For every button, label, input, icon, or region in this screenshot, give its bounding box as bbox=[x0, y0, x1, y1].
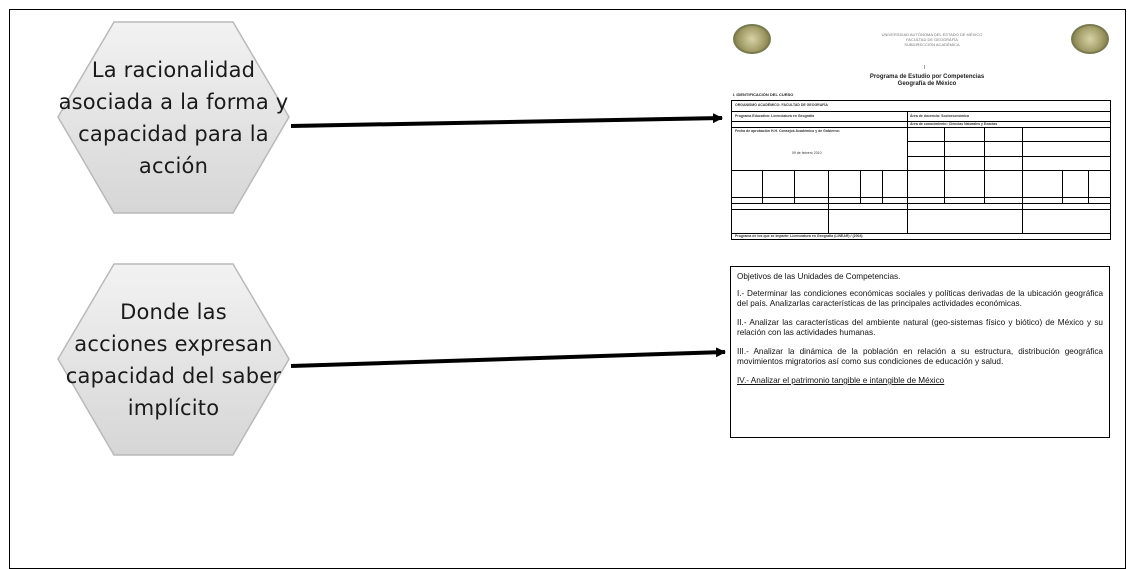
university-seal-left bbox=[733, 24, 771, 54]
objectives-heading: Objetivos de las Unidades de Competencia… bbox=[737, 272, 901, 281]
hexagon-racionalidad: La racionalidad asociada a la forma y ca… bbox=[56, 20, 291, 215]
page-mark: I bbox=[924, 65, 926, 71]
table-cell-area2: Área de conocimiento: Ciencias Naturales… bbox=[910, 122, 998, 126]
hexagon-acciones: Donde las acciones expresan capacidad de… bbox=[56, 262, 291, 457]
table-cell-org: ORGANISMO ACADÉMICO: FACULTAD DE GEOGRAF… bbox=[735, 103, 828, 107]
university-header: UNIVERSIDAD AUTÓNOMA DEL ESTADO DE MÉXIC… bbox=[881, 32, 983, 47]
hexagon-shape bbox=[57, 263, 290, 456]
table-cell-date: Fecha de aprobación H.H. Consejos Académ… bbox=[735, 129, 840, 133]
objective-item: IV.- Analizar el patrimonio tangible e i… bbox=[737, 376, 945, 385]
hexagon-label: La racionalidad asociada a la forma y ca… bbox=[58, 57, 289, 178]
objective-item: III.- Analizar la dinámica de la poblaci… bbox=[737, 347, 1103, 366]
course-table: ORGANISMO ACADÉMICO: FACULTAD DE GEOGRAF… bbox=[731, 100, 1111, 240]
program-document: UNIVERSIDAD AUTÓNOMA DEL ESTADO DE MÉXIC… bbox=[727, 16, 1113, 244]
arrows-layer bbox=[290, 113, 726, 368]
hexagon-label: Donde las acciones expresan capacidad de… bbox=[65, 299, 282, 420]
objective-item: I.- Determinar las condiciones económica… bbox=[737, 289, 1103, 308]
table-cell-program: Programa Educativo: Licenciatura en Geog… bbox=[735, 114, 815, 118]
table-cell-final: Programa de los que se imparte: Licencia… bbox=[735, 234, 863, 238]
university-seal-right bbox=[1071, 24, 1109, 54]
objective-item: II.- Analizar las características del am… bbox=[737, 318, 1103, 337]
table-cell-area: Área de docencia: Socioeconómica bbox=[910, 114, 969, 118]
table-cell-date-value: 09 de febrero 2010 bbox=[792, 151, 822, 155]
document-title: Programa de Estudio por Competencias Geo… bbox=[869, 74, 985, 87]
objectives-document: Objetivos de las Unidades de Competencia… bbox=[730, 266, 1110, 438]
arrow-to-objectives bbox=[290, 347, 726, 368]
hexagon-shape bbox=[57, 21, 290, 214]
arrow-to-program bbox=[290, 113, 723, 128]
section-heading: I. IDENTIFICACIÓN DEL CURSO bbox=[733, 92, 794, 97]
